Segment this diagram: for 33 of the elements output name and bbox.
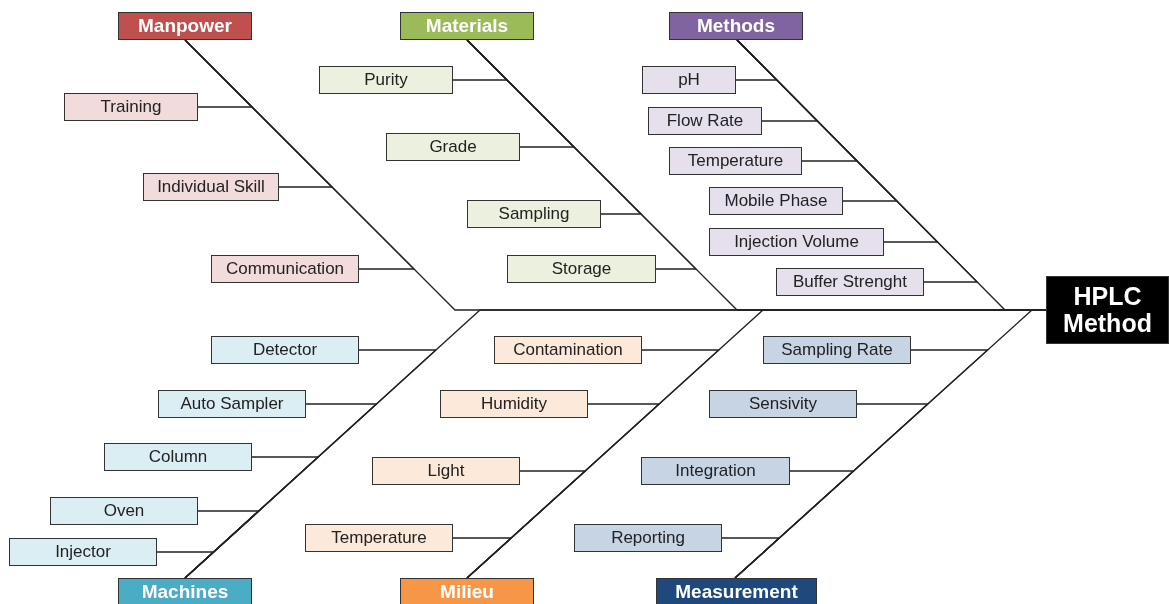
category-header: Measurement	[656, 578, 817, 604]
cause-box: Sensivity	[709, 390, 857, 418]
category-header: Methods	[669, 12, 803, 40]
cause-box: Humidity	[440, 390, 588, 418]
category-header: Milieu	[400, 578, 534, 604]
cause-box: Oven	[50, 497, 198, 525]
cause-box: Integration	[641, 457, 790, 485]
cause-box: Purity	[319, 66, 453, 94]
cause-box: Flow Rate	[648, 107, 762, 135]
cause-box: Injection Volume	[709, 228, 884, 256]
effect-box: HPLC Method	[1046, 276, 1169, 344]
cause-box: Reporting	[574, 524, 722, 552]
cause-box: Individual Skill	[143, 173, 279, 201]
category-header: Materials	[400, 12, 534, 40]
cause-box: Temperature	[305, 524, 453, 552]
cause-box: Training	[64, 93, 198, 121]
cause-box: Communication	[211, 255, 359, 283]
cause-box: Storage	[507, 255, 656, 283]
cause-box: pH	[642, 66, 736, 94]
cause-box: Detector	[211, 336, 359, 364]
cause-box: Column	[104, 443, 252, 471]
cause-box: Auto Sampler	[158, 390, 306, 418]
category-header: Manpower	[118, 12, 252, 40]
cause-box: Temperature	[669, 147, 802, 175]
cause-box: Buffer Strenght	[776, 268, 924, 296]
cause-box: Sampling Rate	[763, 336, 911, 364]
cause-box: Sampling	[467, 200, 601, 228]
cause-box: Grade	[386, 133, 520, 161]
cause-box: Contamination	[494, 336, 642, 364]
category-header: Machines	[118, 578, 252, 604]
cause-box: Injector	[9, 538, 157, 566]
cause-box: Light	[372, 457, 520, 485]
cause-box: Mobile Phase	[709, 187, 843, 215]
